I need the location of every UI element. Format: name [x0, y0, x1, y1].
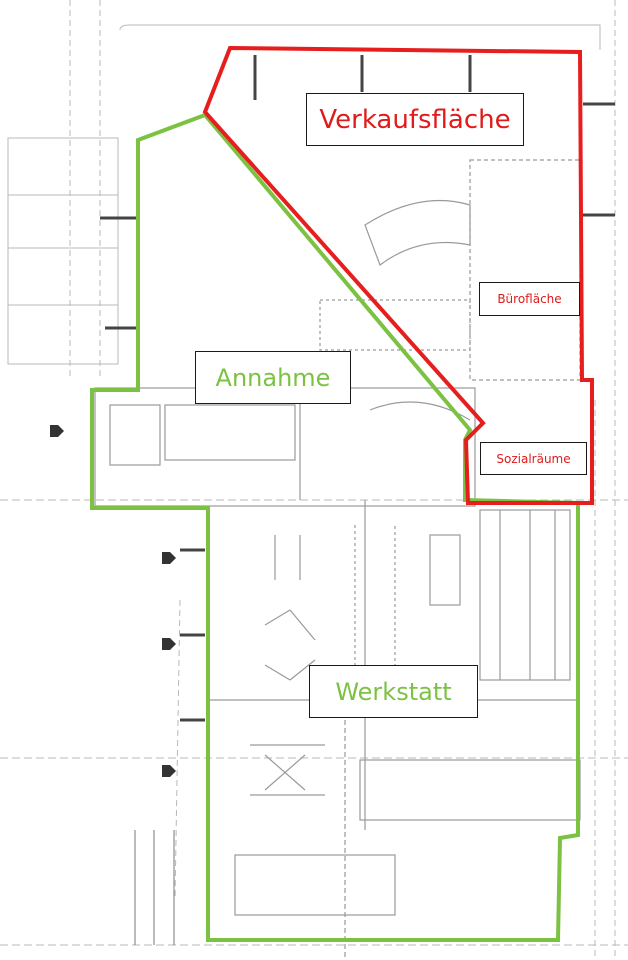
sales-office-outline [202, 45, 594, 505]
label-annahme-text: Annahme [215, 363, 331, 392]
label-sozialraeume: Sozialräume [480, 442, 587, 475]
label-bueroflaeche-text: Bürofläche [497, 292, 562, 306]
label-bueroflaeche: Bürofläche [479, 282, 580, 316]
entrance-arrows [50, 425, 176, 777]
interior-walls [94, 159, 581, 960]
label-annahme: Annahme [195, 351, 351, 404]
workshop-reception-outline [90, 112, 580, 942]
label-verkaufsflaeche: Verkaufsfläche [306, 93, 524, 146]
wall-stubs [100, 55, 615, 722]
label-werkstatt: Werkstatt [309, 665, 478, 718]
label-sozialraeume-text: Sozialräume [496, 451, 571, 466]
label-verkaufsflaeche-text: Verkaufsfläche [319, 104, 511, 135]
label-werkstatt-text: Werkstatt [335, 677, 452, 706]
dimension-lines [134, 830, 175, 945]
